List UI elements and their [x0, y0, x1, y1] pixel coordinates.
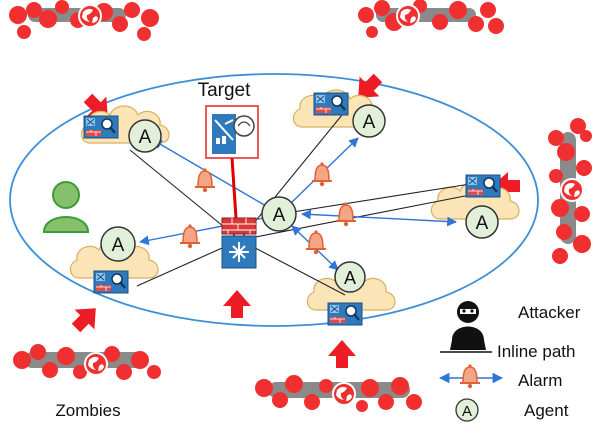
legend-inline-path-label: Inline path — [497, 342, 575, 361]
agent-letter: A — [273, 205, 286, 226]
agent-top-left: A — [128, 119, 162, 153]
target-label: Target — [198, 80, 252, 101]
alarm-bell-icon — [459, 363, 481, 390]
agent-right: A — [465, 205, 499, 239]
attacker-icon — [450, 301, 486, 350]
alarm-bell-icon — [194, 167, 216, 194]
legend-attacker-label: Attacker — [518, 303, 581, 322]
user-icon — [42, 181, 90, 233]
inline-path-to-target — [230, 157, 238, 219]
zombies-label: Zombies — [55, 401, 120, 420]
legend: Attacker Inline path Alarm A Agent — [438, 301, 581, 422]
central-firewall-router — [221, 217, 257, 269]
legend-agent-label: Agent — [524, 401, 569, 420]
alarm-bell-icon — [335, 201, 357, 228]
zombie-cluster-top-right — [358, 0, 504, 38]
device-bottom-right — [326, 301, 364, 327]
network-boundary-ellipse — [9, 73, 539, 327]
agent-letter: A — [344, 268, 356, 288]
agent-letter: A — [139, 127, 152, 148]
attack-arrow-bottom-right — [328, 340, 356, 368]
alarm-bell-icon — [179, 223, 201, 250]
agent-letter: A — [363, 112, 376, 133]
attack-arrow-bottom-left — [66, 298, 106, 338]
attack-arrow-bottom-center — [223, 290, 251, 318]
agent-center: A — [261, 196, 297, 232]
agent-letter: A — [112, 235, 125, 256]
legend-alarm-label: Alarm — [518, 371, 562, 390]
alarm-arrows — [139, 137, 457, 271]
zombie-cluster-top-left — [9, 0, 159, 41]
zombie-cluster-right — [548, 118, 592, 264]
agent-letter: A — [476, 213, 489, 234]
device-right — [464, 173, 502, 199]
target-server — [205, 105, 259, 159]
agent-left: A — [100, 226, 136, 262]
device-left — [92, 269, 130, 295]
legend-agent-icon: A — [455, 398, 479, 422]
alarm-arrow-right — [301, 209, 457, 227]
agent-bottom-right: A — [334, 261, 366, 293]
agent-letter: A — [462, 403, 472, 420]
zombie-cluster-bottom-center — [255, 375, 422, 412]
zombie-cluster-bottom-left — [13, 344, 161, 380]
device-top-right — [312, 91, 350, 117]
agent-top-right: A — [352, 104, 386, 138]
device-top-left — [82, 114, 120, 140]
link-center-right — [279, 181, 484, 215]
alarm-bell-icon — [305, 229, 327, 256]
network-links — [129, 114, 484, 296]
